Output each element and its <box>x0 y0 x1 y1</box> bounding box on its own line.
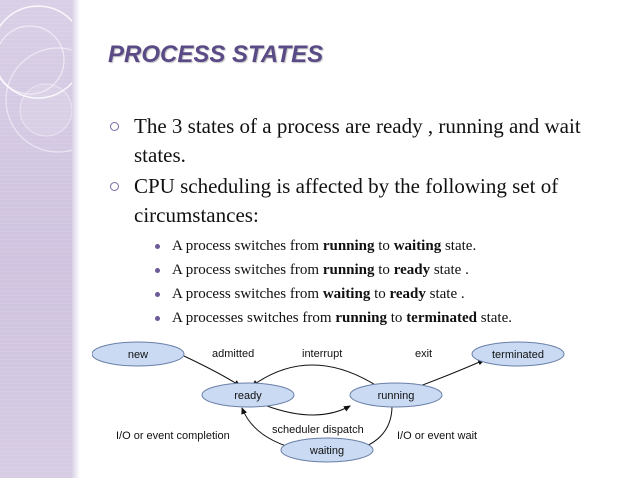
dot-bullet-icon <box>155 244 160 249</box>
bullet-text: The 3 states of a process are ready , ru… <box>134 114 581 167</box>
bullet-item: CPU scheduling is affected by the follow… <box>110 172 610 230</box>
state-terminated: terminated <box>471 341 565 367</box>
label-admitted: admitted <box>212 348 254 360</box>
sub-bullet-item: A process switches from waiting to ready… <box>110 282 610 306</box>
bullet-list: The 3 states of a process are ready , ru… <box>110 112 610 330</box>
sub-bullet-text: state. <box>441 238 477 254</box>
state-keyword: ready <box>389 286 426 302</box>
edge-admitted <box>183 355 241 387</box>
edge-exit <box>419 359 485 387</box>
sidebar-edge <box>72 0 80 478</box>
sub-bullet-text: to <box>387 310 407 326</box>
edge-scheduler-dispatch <box>266 405 351 416</box>
sub-bullet-text: A process switches from <box>172 286 323 302</box>
sub-bullet-text: state . <box>425 286 465 302</box>
state-running: running <box>349 382 443 408</box>
label-interrupt: interrupt <box>302 348 342 360</box>
state-keyword: running <box>322 238 375 254</box>
sub-bullet-item: A processes switches from running to ter… <box>110 306 610 330</box>
decorative-sidebar <box>0 0 72 478</box>
hollow-circle-bullet-icon <box>110 182 119 191</box>
state-keyword: waiting <box>393 238 442 254</box>
state-new: new <box>92 341 185 367</box>
state-keyword: terminated <box>406 310 477 326</box>
process-state-diagram: new ready running waiting terminated adm… <box>92 341 565 463</box>
sub-bullet-text: to <box>370 286 390 302</box>
bullet-text: CPU scheduling is affected by the follow… <box>134 174 559 227</box>
label-io-wait: I/O or event wait <box>397 430 477 442</box>
edge-interrupt <box>251 364 378 387</box>
sub-bullet-item: A process switches from running to waiti… <box>110 234 610 258</box>
sub-bullet-item: A process switches from running to ready… <box>110 258 610 282</box>
bullet-item: The 3 states of a process are ready , ru… <box>110 112 610 170</box>
state-keyword: running <box>335 310 388 326</box>
state-terminated-label: terminated <box>492 349 544 361</box>
sub-bullet-text: state . <box>430 262 469 278</box>
sub-bullet-text: A processes switches from <box>172 310 336 326</box>
decorative-circles-icon <box>0 5 72 153</box>
label-io-completion: I/O or event completion <box>116 430 230 442</box>
state-waiting: waiting <box>280 437 374 463</box>
state-ready: ready <box>201 382 295 408</box>
dot-bullet-icon <box>155 268 160 273</box>
state-new-label: new <box>128 349 148 361</box>
state-keyword: waiting <box>322 286 371 302</box>
label-exit: exit <box>415 348 432 360</box>
state-keyword: ready <box>393 262 431 278</box>
sub-bullet-text: A process switches from <box>172 238 323 254</box>
sub-bullet-text: state. <box>477 310 512 326</box>
sidebar-stripes <box>0 0 72 478</box>
label-scheduler-dispatch: scheduler dispatch <box>272 424 364 436</box>
sub-bullet-text: to <box>374 238 394 254</box>
state-keyword: running <box>322 262 375 278</box>
dot-bullet-icon <box>155 292 160 297</box>
sub-bullet-text: A process switches from <box>172 262 323 278</box>
dot-bullet-icon <box>155 316 160 321</box>
state-waiting-label: waiting <box>309 445 344 457</box>
state-running-label: running <box>378 390 415 402</box>
state-ready-label: ready <box>234 390 262 402</box>
hollow-circle-bullet-icon <box>110 122 119 131</box>
sub-bullet-text: to <box>374 262 394 278</box>
slide-title: PROCESS STATES <box>108 41 324 68</box>
